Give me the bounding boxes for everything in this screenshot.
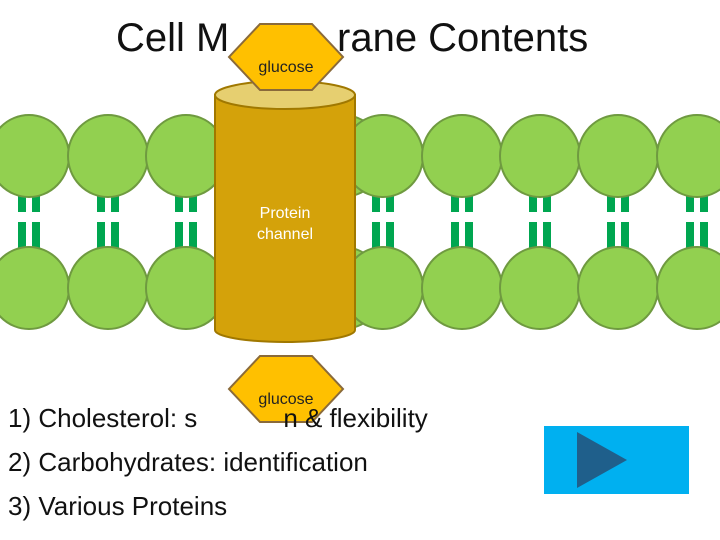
next-slide-button[interactable] bbox=[544, 426, 689, 494]
fatty-acid-tail bbox=[621, 222, 629, 268]
phospholipid-head-top bbox=[0, 114, 70, 198]
fatty-acid-tail bbox=[529, 222, 537, 268]
list-item-proteins: 3) Various Proteins bbox=[8, 491, 228, 521]
glucose-molecule-top: glucose bbox=[227, 23, 345, 91]
phospholipid-head-top bbox=[577, 114, 659, 198]
phospholipid-head-bottom bbox=[0, 246, 70, 330]
contents-list: 1) Cholesterol: s n & flexibility 2) Carb… bbox=[8, 396, 428, 528]
fatty-acid-tail bbox=[451, 222, 459, 268]
protein-channel-label-line1: Protein bbox=[260, 205, 311, 222]
fatty-acid-tail bbox=[700, 222, 708, 268]
glucose-label-bottom: glucose bbox=[258, 391, 313, 408]
fatty-acid-tail bbox=[386, 222, 394, 268]
play-arrow-icon[interactable] bbox=[577, 432, 627, 488]
protein-channel-label-line2: channel bbox=[257, 226, 313, 243]
phospholipid-head-bottom bbox=[421, 246, 503, 330]
fatty-acid-tail bbox=[543, 222, 551, 268]
glucose-hexagon-top bbox=[227, 23, 345, 91]
phospholipid-head-top bbox=[67, 114, 149, 198]
glucose-hexagon-bottom bbox=[227, 355, 345, 423]
fatty-acid-tail bbox=[97, 222, 105, 268]
fatty-acid-tail bbox=[175, 222, 183, 268]
phospholipid-head-top bbox=[499, 114, 581, 198]
protein-channel: Protein channel bbox=[214, 80, 356, 343]
fatty-acid-tail bbox=[32, 222, 40, 268]
phospholipid-head-top bbox=[421, 114, 503, 198]
glucose-label-top: glucose bbox=[258, 59, 313, 76]
fatty-acid-tail bbox=[18, 222, 26, 268]
page-title-right: rane Contents bbox=[337, 16, 589, 60]
protein-channel-body bbox=[214, 94, 356, 343]
fatty-acid-tail bbox=[372, 222, 380, 268]
phospholipid-head-bottom bbox=[577, 246, 659, 330]
fatty-acid-tail bbox=[686, 222, 694, 268]
fatty-acid-tail bbox=[189, 222, 197, 268]
list-item-cholesterol: 1) Cholesterol: s n & flexibility bbox=[8, 396, 428, 440]
fatty-acid-tail bbox=[607, 222, 615, 268]
phospholipid-head-bottom bbox=[499, 246, 581, 330]
list-item-carbohydrates: 2) Carbohydrates: identification bbox=[8, 447, 368, 477]
glucose-molecule-bottom: glucose bbox=[227, 355, 345, 423]
phospholipid-head-bottom bbox=[656, 246, 720, 330]
page-title-left: Cell M bbox=[116, 16, 230, 60]
fatty-acid-tail bbox=[111, 222, 119, 268]
list-item-cholesterol-end: n & flexibility bbox=[283, 403, 428, 433]
fatty-acid-tail bbox=[465, 222, 473, 268]
phospholipid-head-bottom bbox=[67, 246, 149, 330]
list-item-cholesterol-start: 1) Cholesterol: s bbox=[8, 403, 198, 433]
phospholipid-head-top bbox=[656, 114, 720, 198]
